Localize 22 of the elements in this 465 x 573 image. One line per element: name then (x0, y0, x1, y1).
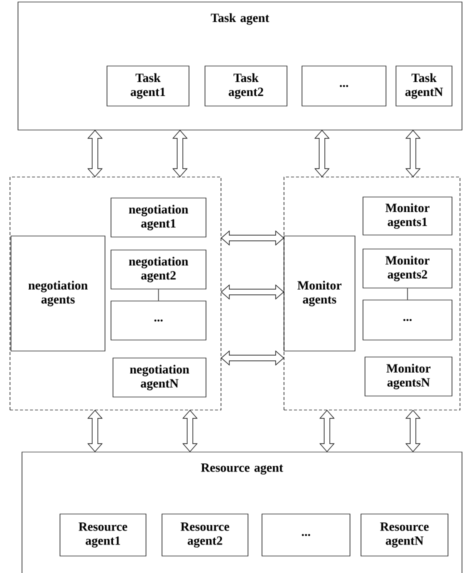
agent-box: ... (302, 66, 386, 106)
dashed-group-box (10, 176, 222, 410)
agent-box: ... (362, 300, 452, 340)
agent-box: negotiation agent1 (110, 198, 206, 238)
agent-box: Monitor agents1 (362, 196, 452, 236)
agent-box: negotiation agents (10, 236, 106, 352)
connector-line (158, 289, 159, 301)
agent-box: Monitor agents (284, 236, 356, 352)
agent-box: Monitor agentsN (364, 356, 452, 396)
agent-box: ... (262, 514, 350, 556)
agent-box: Resource agentN (360, 514, 448, 556)
dashed-group-box (284, 176, 460, 410)
agent-box: negotiation agentN (112, 358, 206, 398)
agent-box: Monitor agents2 (362, 248, 452, 288)
agent-box: Task agent2 (204, 66, 288, 106)
agent-box: Resource agent2 (162, 514, 248, 556)
agent-box: Task agentN (396, 66, 452, 106)
agent-box: negotiation agent2 (110, 250, 206, 290)
connector-line (407, 288, 408, 300)
agent-box: Resource agent1 (60, 514, 146, 556)
agent-box: Task agent1 (106, 66, 190, 106)
agent-box: ... (110, 300, 206, 340)
